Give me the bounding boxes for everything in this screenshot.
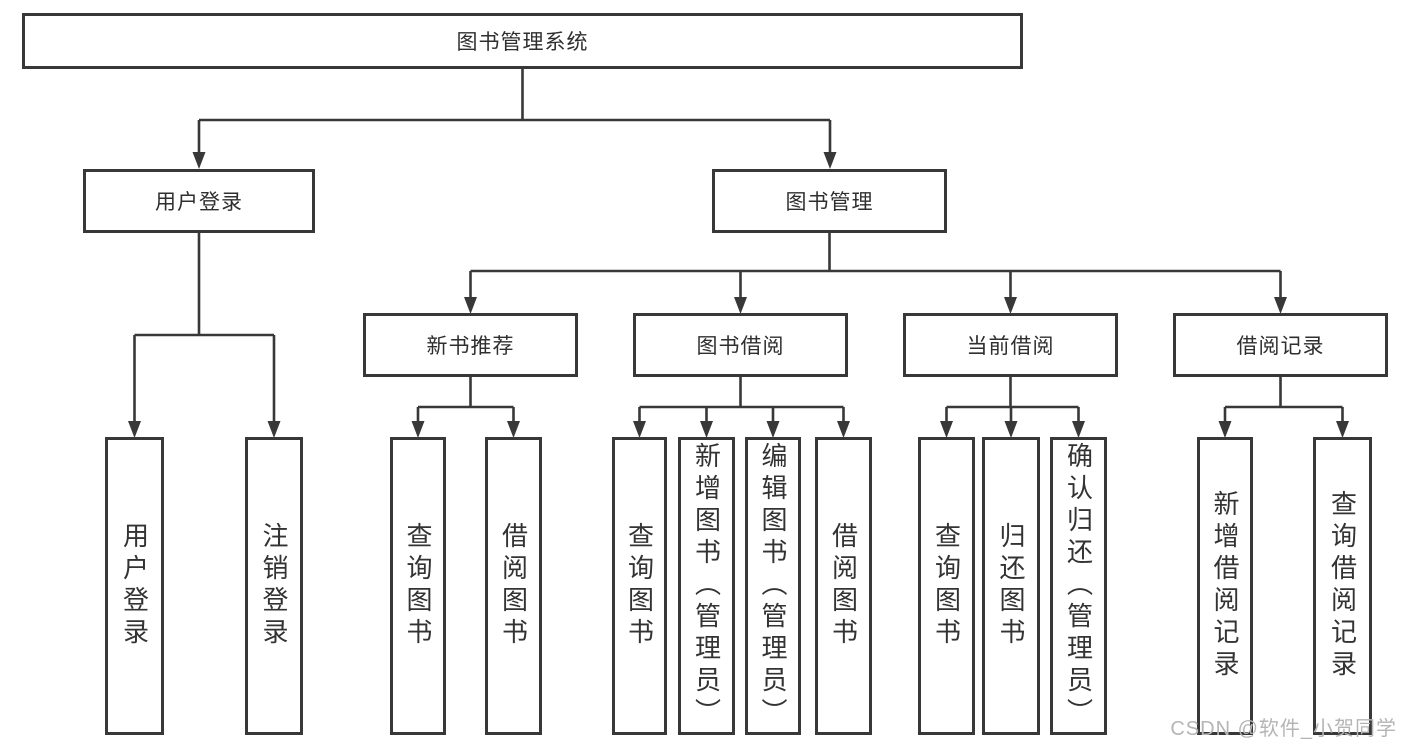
node-user-login: 用户登录 <box>83 169 315 233</box>
node-book-management: 图书管理 <box>712 169 947 233</box>
connector-book-management-children <box>464 233 1287 314</box>
connector-root-to-level2 <box>192 68 837 169</box>
leaf-user-login: 用户登录 <box>105 437 164 735</box>
leaf-newbook-borrow-books: 借阅图书 <box>485 437 542 735</box>
leaf-current-return-books: 归还图书 <box>982 437 1040 735</box>
leaf-records-query-record: 查询借阅记录 <box>1313 437 1372 735</box>
leaf-borrowing-query-books: 查询图书 <box>612 437 667 735</box>
node-book-borrowing: 图书借阅 <box>633 313 848 377</box>
node-borrowing-records: 借阅记录 <box>1173 313 1388 377</box>
leaf-records-add-record: 新增借阅记录 <box>1197 437 1253 735</box>
watermark: CSDN @软件_小贺同学 <box>1170 718 1397 740</box>
leaf-current-query-books: 查询图书 <box>918 437 975 735</box>
connector-current-borrow-children <box>940 377 1085 438</box>
leaf-newbook-query-books: 查询图书 <box>390 437 446 735</box>
connector-book-borrow-children <box>633 377 850 438</box>
leaf-borrowing-edit-books-admin: 编辑图书（管理员） <box>745 437 801 735</box>
leaf-logout: 注销登录 <box>245 437 303 735</box>
connector-user-login-children <box>128 233 281 438</box>
connector-borrow-record-children <box>1218 377 1349 438</box>
leaf-borrowing-add-books-admin: 新增图书（管理员） <box>678 437 735 735</box>
leaf-current-confirm-return-admin: 确认归还（管理员） <box>1050 437 1107 735</box>
node-root: 图书管理系统 <box>22 13 1023 69</box>
connector-new-book-children <box>411 377 520 438</box>
node-current-borrowing: 当前借阅 <box>903 313 1118 377</box>
node-new-book-recommend: 新书推荐 <box>363 313 578 377</box>
leaf-borrowing-borrow-books: 借阅图书 <box>815 437 872 735</box>
